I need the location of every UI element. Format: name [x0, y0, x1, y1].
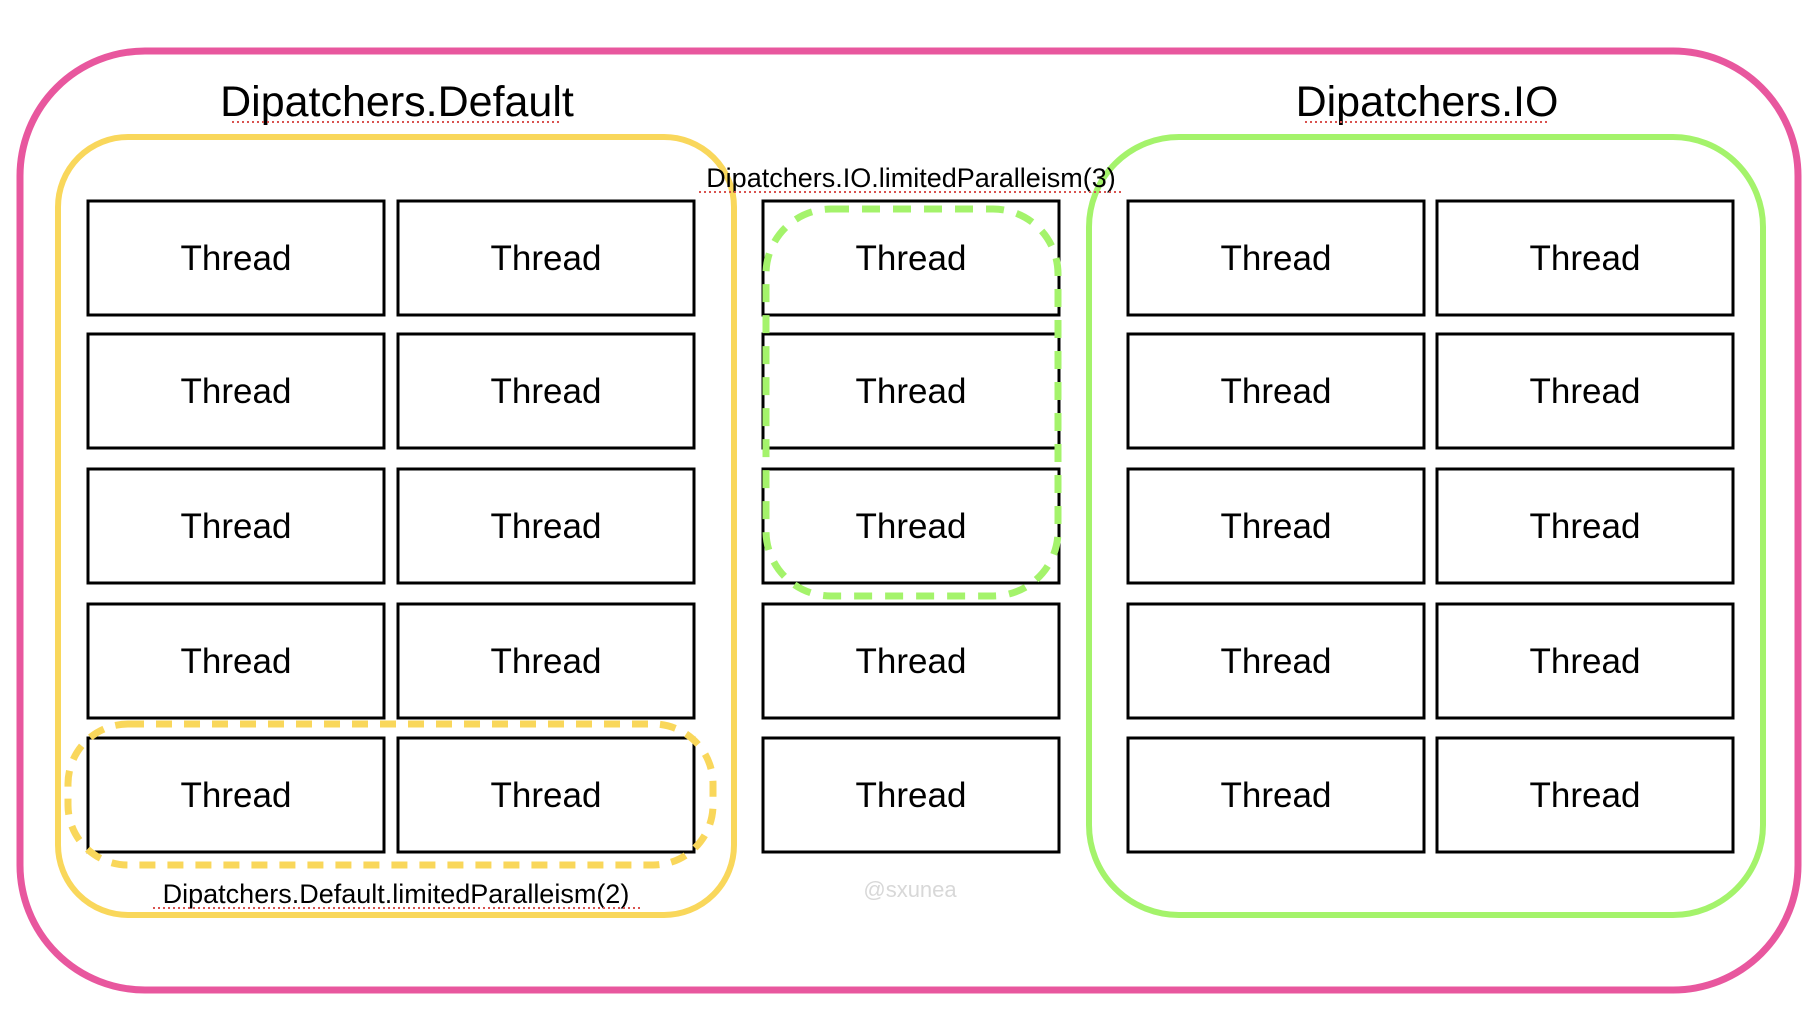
default-limited-parallelism-outline [64, 720, 717, 869]
thread-box-border [1126, 467, 1426, 585]
watermark: @sxunea [863, 877, 957, 902]
thread-box: Thread [396, 736, 696, 854]
thread-box-border [86, 602, 386, 720]
thread-box: Thread [761, 332, 1061, 450]
thread-label: Thread [491, 507, 602, 546]
io-dispatcher-box [1086, 134, 1766, 918]
thread-box: Thread [1435, 602, 1735, 720]
thread-box: Thread [396, 602, 696, 720]
thread-box-border [1126, 199, 1426, 317]
thread-box-border [396, 199, 696, 317]
default-dispatcher-box [55, 134, 737, 918]
thread-box: Thread [761, 199, 1061, 317]
thread-box: Thread [761, 736, 1061, 854]
thread-box: Thread [396, 199, 696, 317]
thread-label: Thread [1221, 507, 1332, 546]
thread-box-border [1435, 332, 1735, 450]
default-limited-parallelism-label: Dipatchers.Default.limitedParalleism(2) [163, 879, 630, 909]
thread-label: Thread [491, 239, 602, 278]
thread-label: Thread [856, 642, 967, 681]
thread-label: Thread [1530, 507, 1641, 546]
thread-label: Thread [491, 776, 602, 815]
thread-box: Thread [1435, 467, 1735, 585]
thread-box-border [86, 467, 386, 585]
thread-label: Thread [1221, 239, 1332, 278]
thread-label: Thread [856, 507, 967, 546]
thread-box: Thread [1126, 467, 1426, 585]
thread-label: Thread [1530, 372, 1641, 411]
default-dispatcher-title: Dipatchers.Default [220, 78, 574, 126]
thread-box-border [761, 736, 1061, 854]
thread-box-border [86, 199, 386, 317]
thread-label: Thread [1221, 776, 1332, 815]
thread-label: Thread [181, 776, 292, 815]
thread-box-border [1435, 467, 1735, 585]
thread-box: Thread [1126, 736, 1426, 854]
thread-box-border [1435, 602, 1735, 720]
thread-box: Thread [86, 736, 386, 854]
thread-box: Thread [1435, 199, 1735, 317]
thread-label: Thread [1530, 776, 1641, 815]
thread-label: Thread [181, 642, 292, 681]
thread-box-border [1126, 332, 1426, 450]
thread-box-border [396, 602, 696, 720]
thread-box: Thread [86, 602, 386, 720]
thread-box: Thread [761, 602, 1061, 720]
thread-box-border [86, 736, 386, 854]
thread-box: Thread [1435, 332, 1735, 450]
thread-box-border [761, 332, 1061, 450]
thread-label: Thread [181, 239, 292, 278]
outer-container [16, 47, 1802, 994]
thread-label: Thread [181, 372, 292, 411]
thread-label: Thread [1221, 372, 1332, 411]
thread-box: Thread [1126, 602, 1426, 720]
thread-grid: ThreadThreadThreadThreadThreadThreadThre… [86, 199, 1735, 854]
thread-label: Thread [491, 642, 602, 681]
thread-box-border [1435, 199, 1735, 317]
thread-label: Thread [856, 239, 967, 278]
thread-box-border [396, 332, 696, 450]
thread-box-border [396, 736, 696, 854]
io-dispatcher-title: Dipatchers.IO [1296, 78, 1559, 126]
io-limited-parallelism-label: Dipatchers.IO.limitedParalleism(3) [706, 163, 1116, 193]
thread-box-border [761, 602, 1061, 720]
thread-box-border [761, 467, 1061, 585]
thread-label: Thread [181, 507, 292, 546]
thread-label: Thread [491, 372, 602, 411]
thread-label: Thread [1221, 642, 1332, 681]
thread-box: Thread [1435, 736, 1735, 854]
thread-box: Thread [86, 199, 386, 317]
thread-box-border [1126, 602, 1426, 720]
thread-box: Thread [396, 467, 696, 585]
thread-box: Thread [1126, 199, 1426, 317]
thread-label: Thread [1530, 239, 1641, 278]
thread-box-border [1126, 736, 1426, 854]
thread-label: Thread [856, 372, 967, 411]
thread-box: Thread [761, 467, 1061, 585]
thread-label: Thread [1530, 642, 1641, 681]
thread-label: Thread [856, 776, 967, 815]
thread-box-border [396, 467, 696, 585]
thread-box: Thread [396, 332, 696, 450]
thread-box-border [761, 199, 1061, 317]
thread-box: Thread [86, 332, 386, 450]
thread-box-border [86, 332, 386, 450]
thread-box: Thread [1126, 332, 1426, 450]
thread-box-border [1435, 736, 1735, 854]
thread-box: Thread [86, 467, 386, 585]
